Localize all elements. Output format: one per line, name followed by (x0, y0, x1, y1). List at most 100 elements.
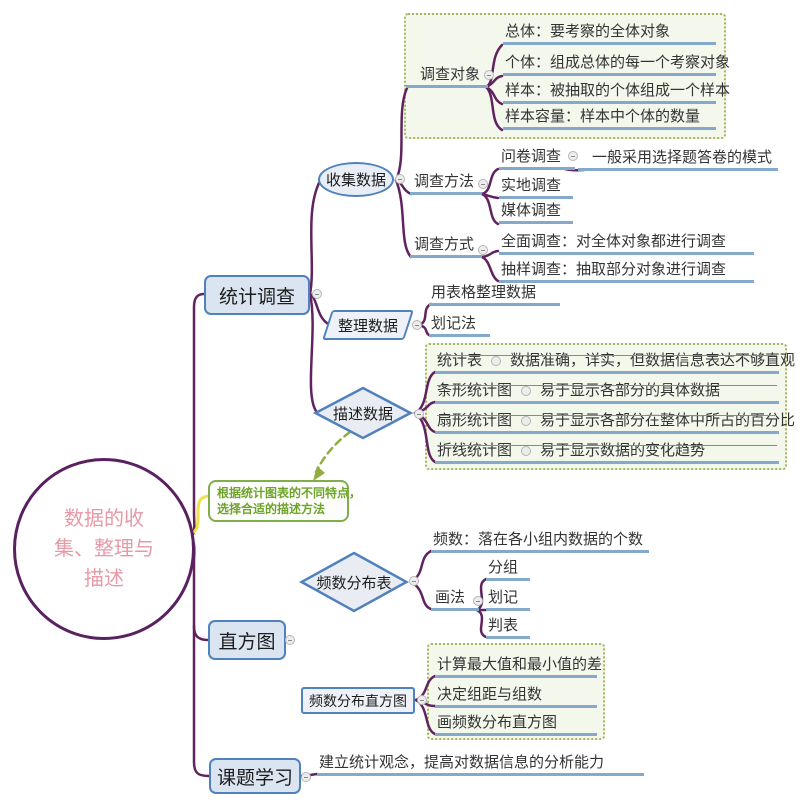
node-collect-data[interactable]: 收集数据 (318, 162, 394, 197)
collapse-icon[interactable] (568, 151, 578, 161)
leaf-sample-size[interactable]: 样本容量：样本中个体的数量 (503, 107, 716, 130)
node-label: 频数分布表 (316, 574, 392, 592)
leaf-media-survey[interactable]: 媒体调查 (499, 201, 574, 224)
node-describe-data[interactable]: 描述数据 (313, 386, 413, 440)
row-note: 易于显示各部分在整体中所占的百分比 (540, 412, 796, 429)
leaf-label: 调查方法 (414, 173, 475, 190)
collapse-icon[interactable] (521, 445, 532, 456)
leaf-label: 判表 (488, 617, 519, 634)
leaf-individual[interactable]: 个体：组成总体的每一个考察对象 (503, 53, 730, 76)
leaf-survey-object[interactable]: 调查对象 (406, 65, 489, 88)
leaf-label: 实地调查 (501, 177, 562, 194)
node-organize-data[interactable]: 整理数据 (322, 310, 414, 340)
leaf-label: 用表格整理数据 (431, 284, 537, 301)
leaf-field-survey[interactable]: 实地调查 (499, 176, 574, 199)
leaf-label: 分组 (488, 559, 519, 576)
leaf-label: 计算最大值和最小值的差 (437, 656, 603, 673)
leaf-label: 划记 (488, 589, 519, 606)
leaf-step-draw[interactable]: 画频数分布直方图 (435, 713, 597, 736)
leaf-label: 媒体调查 (501, 202, 562, 219)
node-freq-table[interactable]: 频数分布表 (299, 551, 409, 613)
row-label: 扇形统计图 (437, 412, 513, 429)
leaf-step-range[interactable]: 计算最大值和最小值的差 (435, 655, 602, 678)
row-note: 数据准确，详实，但数据信息表达不够直观 (510, 352, 796, 369)
leaf-label: 抽样调查：抽取部分对象进行调查 (501, 261, 727, 278)
leaf-questionnaire[interactable]: 问卷调查 (499, 147, 576, 170)
collapse-icon[interactable] (491, 355, 502, 366)
collapse-icon[interactable] (395, 174, 405, 184)
leaf-drawing-method[interactable]: 画法 (431, 588, 480, 611)
root-label: 数据的收 集、整理与 描述 (54, 508, 154, 590)
row-label: 条形统计图 (437, 382, 513, 399)
collapse-icon[interactable] (301, 772, 311, 782)
node-label: 频数分布直方图 (309, 692, 407, 709)
collapse-icon[interactable] (417, 695, 427, 705)
leaf-pie-chart[interactable]: 扇形统计图 易于显示各部分在整体中所占的百分比 (435, 411, 795, 434)
leaf-label: 调查对象 (420, 66, 481, 83)
collapse-icon[interactable] (414, 409, 424, 419)
collapse-icon[interactable] (409, 576, 419, 586)
collapse-icon[interactable] (473, 596, 483, 606)
row-note: 易于显示数据的变化趋势 (540, 442, 706, 459)
leaf-census[interactable]: 全面调查：对全体对象都进行调查 (499, 232, 755, 255)
collapse-icon[interactable] (484, 70, 494, 80)
leaf-grouping[interactable]: 分组 (486, 558, 531, 581)
node-label: 统计调查 (218, 286, 295, 308)
row-label: 统计表 (437, 352, 483, 369)
node-statistical-survey[interactable]: 统计调查 (204, 275, 310, 315)
leaf-label: 问卷调查 (501, 148, 562, 165)
leaf-label: 画频数分布直方图 (437, 714, 558, 731)
leaf-label: 一般采用选择题答卷的模式 (592, 149, 773, 166)
node-label: 收集数据 (325, 172, 386, 189)
leaf-population[interactable]: 总体：要考察的全体对象 (503, 22, 716, 45)
annotation-line: 选择合适的描述方法 (217, 502, 326, 516)
leaf-label: 样本：被抽取的个体组成一个样本 (505, 82, 731, 99)
node-label: 整理数据 (337, 317, 398, 335)
collapse-icon[interactable] (521, 415, 532, 426)
leaf-table-organize[interactable]: 用表格整理数据 (429, 283, 561, 306)
diamond-shape (313, 386, 413, 440)
leaf-label: 决定组距与组数 (437, 686, 543, 703)
root-node[interactable]: 数据的收 集、整理与 描述 (13, 458, 195, 640)
leaf-label: 调查方式 (414, 236, 475, 253)
leaf-frequency-def[interactable]: 频数：落在各小组内数据的个数 (431, 530, 650, 553)
leaf-label: 总体：要考察的全体对象 (505, 23, 671, 40)
collapse-icon[interactable] (521, 385, 532, 396)
row-note: 易于显示各部分的具体数据 (540, 382, 721, 399)
node-label: 课题学习 (216, 767, 293, 789)
leaf-label: 建立统计观念，提高对数据信息的分析能力 (319, 754, 605, 771)
leaf-sampling-survey[interactable]: 抽样调查：抽取部分对象进行调查 (499, 260, 755, 283)
leaf-bar-chart[interactable]: 条形统计图 易于显示各部分的具体数据 (435, 381, 779, 404)
group-box-survey-object (404, 13, 726, 139)
collapse-icon[interactable] (478, 245, 488, 255)
leaf-survey-mode[interactable]: 调查方式 (410, 235, 483, 258)
collapse-icon[interactable] (412, 320, 422, 330)
annotation-line: 根据统计图表的不同特点， (217, 486, 362, 500)
leaf-sample[interactable]: 样本：被抽取的个体组成一个样本 (503, 81, 730, 104)
leaf-questionnaire-note[interactable]: 一般采用选择题答卷的模式 (578, 148, 779, 171)
leaf-label: 全面调查：对全体对象都进行调查 (501, 233, 727, 250)
leaf-step-class-width[interactable]: 决定组距与组数 (435, 685, 597, 708)
leaf-label: 画法 (435, 589, 466, 606)
node-freq-histogram[interactable]: 频数分布直方图 (301, 687, 415, 714)
leaf-line-chart[interactable]: 折线统计图 易于显示数据的变化趋势 (435, 441, 779, 464)
collapse-icon[interactable] (312, 289, 322, 299)
node-label: 描述数据 (332, 405, 393, 423)
leaf-label: 个体：组成总体的每一个考察对象 (505, 54, 731, 71)
leaf-listing[interactable]: 判表 (486, 616, 531, 639)
annotation-note[interactable]: 根据统计图表的不同特点， 选择合适的描述方法 (208, 480, 362, 522)
leaf-stat-table[interactable]: 统计表 数据准确，详实，但数据信息表达不够直观 (435, 351, 795, 374)
collapse-icon[interactable] (478, 179, 488, 189)
leaf-survey-method[interactable]: 调查方法 (410, 172, 483, 195)
leaf-tally-method[interactable]: 划记法 (429, 314, 491, 337)
node-histogram[interactable]: 直方图 (208, 620, 286, 660)
collapse-icon[interactable] (285, 635, 295, 645)
node-label: 直方图 (218, 631, 276, 653)
leaf-tally[interactable]: 划记 (486, 588, 531, 611)
row-label: 折线统计图 (437, 442, 513, 459)
leaf-project-note[interactable]: 建立统计观念，提高对数据信息的分析能力 (317, 753, 645, 776)
leaf-label: 划记法 (431, 315, 477, 332)
node-project-learning[interactable]: 课题学习 (209, 758, 301, 794)
group-box-describe-data (425, 343, 787, 470)
